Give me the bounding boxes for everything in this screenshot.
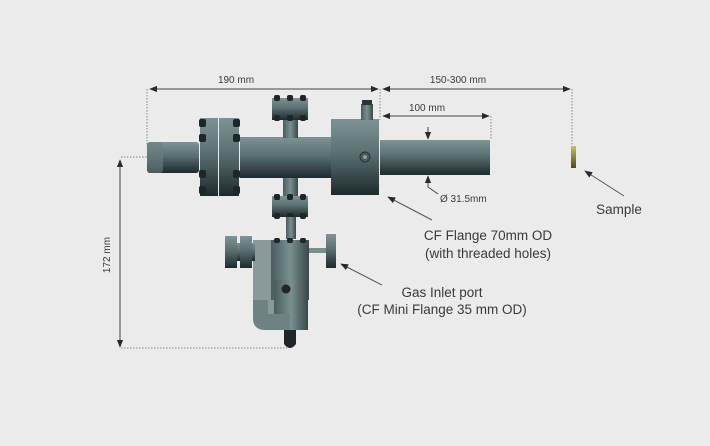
callout-arrows: [340, 170, 625, 286]
dimension-190mm-label: 190 mm: [218, 75, 254, 86]
dimension-172mm-label: 172 mm: [102, 237, 113, 273]
dimension-100mm-label: 100 mm: [409, 103, 445, 114]
cf-flange-label-line1: CF Flange 70mm OD: [424, 228, 553, 243]
dimension-lines: [116, 85, 571, 348]
extension-lines: [121, 89, 573, 349]
sample: [571, 146, 576, 168]
flange-bolts: [199, 119, 240, 194]
dimension-150-300mm-label: 150-300 mm: [430, 75, 486, 86]
diameter-label: Ø 31.5mm: [440, 194, 487, 205]
cf-flange-label-line2: (with threaded holes): [425, 246, 551, 261]
sample-label: Sample: [596, 202, 642, 217]
gas-inlet-label-line2: (CF Mini Flange 35 mm OD): [357, 302, 527, 317]
gas-inlet-label-line1: Gas Inlet port: [401, 285, 482, 300]
chamber-apparatus: [147, 95, 490, 348]
